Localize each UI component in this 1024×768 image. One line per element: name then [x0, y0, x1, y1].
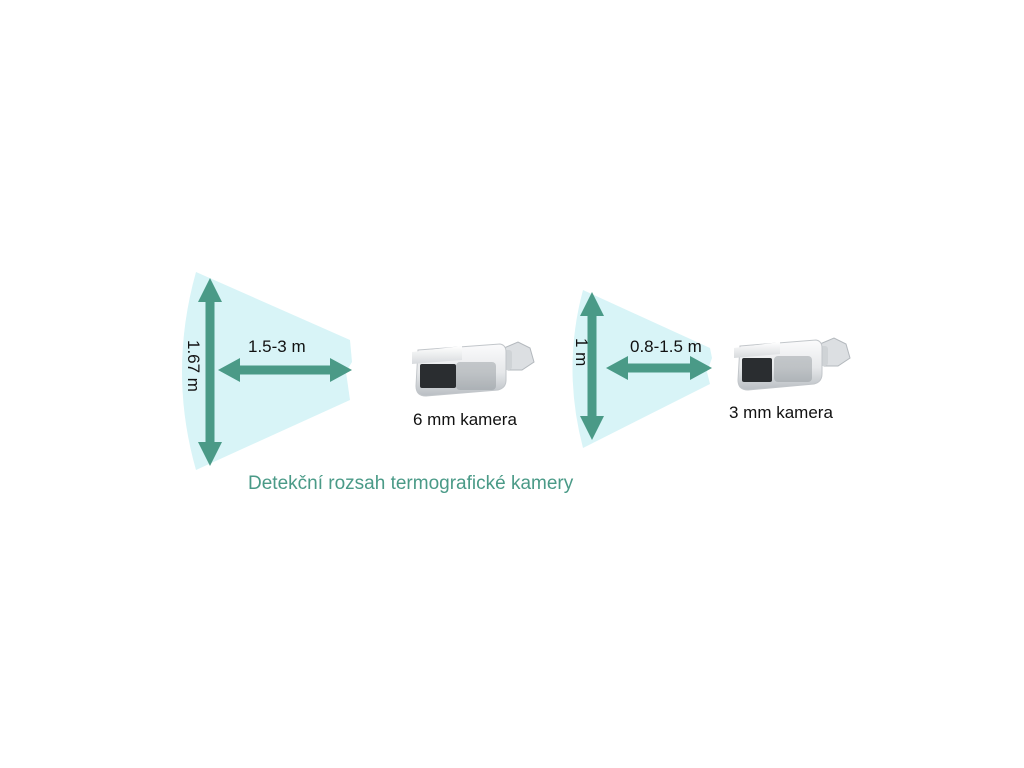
height-label-right: 1 m	[572, 338, 591, 367]
range-arrow-left	[218, 358, 352, 382]
bullet-camera-icon	[734, 337, 851, 391]
range-label-right: 0.8-1.5 m	[630, 337, 702, 356]
range-label-left: 1.5-3 m	[248, 337, 306, 356]
camera-label-right: 3 mm kamera	[729, 403, 833, 422]
height-label-left: 1.67 m	[184, 340, 203, 392]
camera-label-left: 6 mm kamera	[413, 410, 517, 429]
height-arrow-left	[198, 278, 222, 466]
bullet-camera-icon	[412, 341, 535, 397]
height-arrow-right	[580, 292, 604, 440]
range-arrow-right	[606, 356, 712, 380]
diagram-caption: Detekční rozsah termografické kamery	[248, 473, 574, 494]
